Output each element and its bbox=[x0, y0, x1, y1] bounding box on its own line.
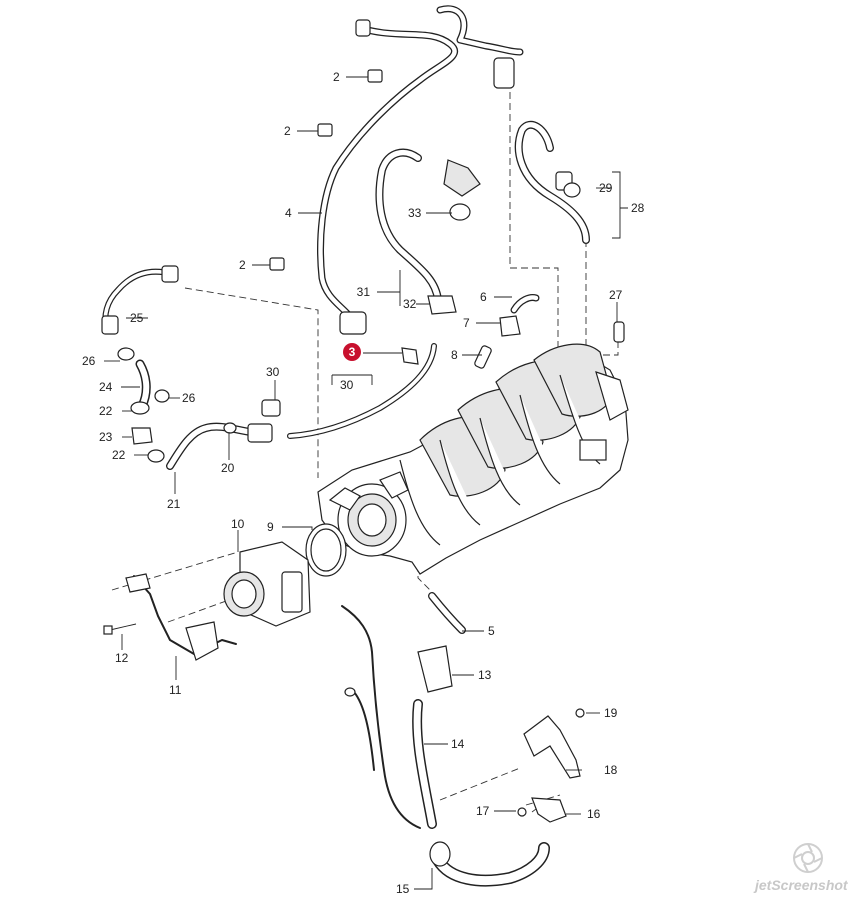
watermark-text: jetScreenshot bbox=[753, 877, 849, 893]
callout-30-bracket: 30 bbox=[340, 378, 354, 392]
watermark: jetScreenshot bbox=[753, 843, 849, 893]
callout-18: 18 bbox=[604, 763, 618, 777]
part-28-hose bbox=[514, 120, 590, 244]
callout-26-right: 26 bbox=[182, 391, 196, 405]
part-29-clip bbox=[555, 171, 581, 198]
callout-17: 17 bbox=[476, 804, 490, 818]
part-2-clips bbox=[269, 69, 383, 271]
throttle-body bbox=[223, 523, 347, 627]
callout-29: 29 bbox=[599, 181, 613, 195]
intake-manifold bbox=[317, 343, 629, 575]
callout-5: 5 bbox=[488, 624, 495, 638]
callout-labels: 2 2 2 4 33 31 32 6 7 8 27 29 28 1 3 30 3… bbox=[82, 70, 645, 896]
callout-8: 8 bbox=[451, 348, 458, 362]
callout-21: 21 bbox=[167, 497, 181, 511]
callout-15: 15 bbox=[396, 882, 410, 896]
left-hose-assembly bbox=[101, 265, 273, 470]
callout-23: 23 bbox=[99, 430, 113, 444]
callout-12: 12 bbox=[115, 651, 129, 665]
part-33-bracket bbox=[443, 159, 481, 221]
callout-14: 14 bbox=[451, 737, 465, 751]
callout-4: 4 bbox=[285, 206, 292, 220]
callout-2-mid: 2 bbox=[284, 124, 291, 138]
camera-aperture-icon bbox=[793, 843, 823, 873]
callout-33: 33 bbox=[408, 206, 422, 220]
callout-6: 6 bbox=[480, 290, 487, 304]
callout-30-part: 30 bbox=[266, 365, 280, 379]
callout-27: 27 bbox=[609, 288, 623, 302]
callout-32: 32 bbox=[403, 297, 417, 311]
callout-25: 25 bbox=[130, 311, 144, 325]
callout-13: 13 bbox=[478, 668, 492, 682]
callout-26-left: 26 bbox=[82, 354, 96, 368]
lower-hoses bbox=[341, 592, 550, 887]
callout-2-low: 2 bbox=[239, 258, 246, 272]
callout-7: 7 bbox=[463, 316, 470, 330]
callout-28: 28 bbox=[631, 201, 645, 215]
leader-lines bbox=[104, 76, 628, 890]
small-parts-right bbox=[401, 294, 625, 369]
bracket-18 bbox=[517, 708, 585, 823]
callout-3-highlighted[interactable]: 3 bbox=[349, 345, 356, 359]
callout-10: 10 bbox=[231, 517, 245, 531]
part-4-breather-hose bbox=[317, 5, 524, 335]
bracket-11 bbox=[103, 573, 237, 661]
callout-9: 9 bbox=[267, 520, 274, 534]
callout-24: 24 bbox=[99, 380, 113, 394]
callout-19: 19 bbox=[604, 706, 618, 720]
highlight-marker[interactable] bbox=[343, 343, 361, 361]
callout-2-top: 2 bbox=[333, 70, 340, 84]
callout-16: 16 bbox=[587, 807, 601, 821]
callout-31: 31 bbox=[357, 285, 371, 299]
part-31-hose bbox=[375, 148, 457, 315]
callout-11: 11 bbox=[169, 683, 182, 697]
part-30-hose bbox=[261, 343, 437, 439]
callout-22-bottom: 22 bbox=[112, 448, 126, 462]
callout-20: 20 bbox=[221, 461, 235, 475]
callout-22-top: 22 bbox=[99, 404, 113, 418]
